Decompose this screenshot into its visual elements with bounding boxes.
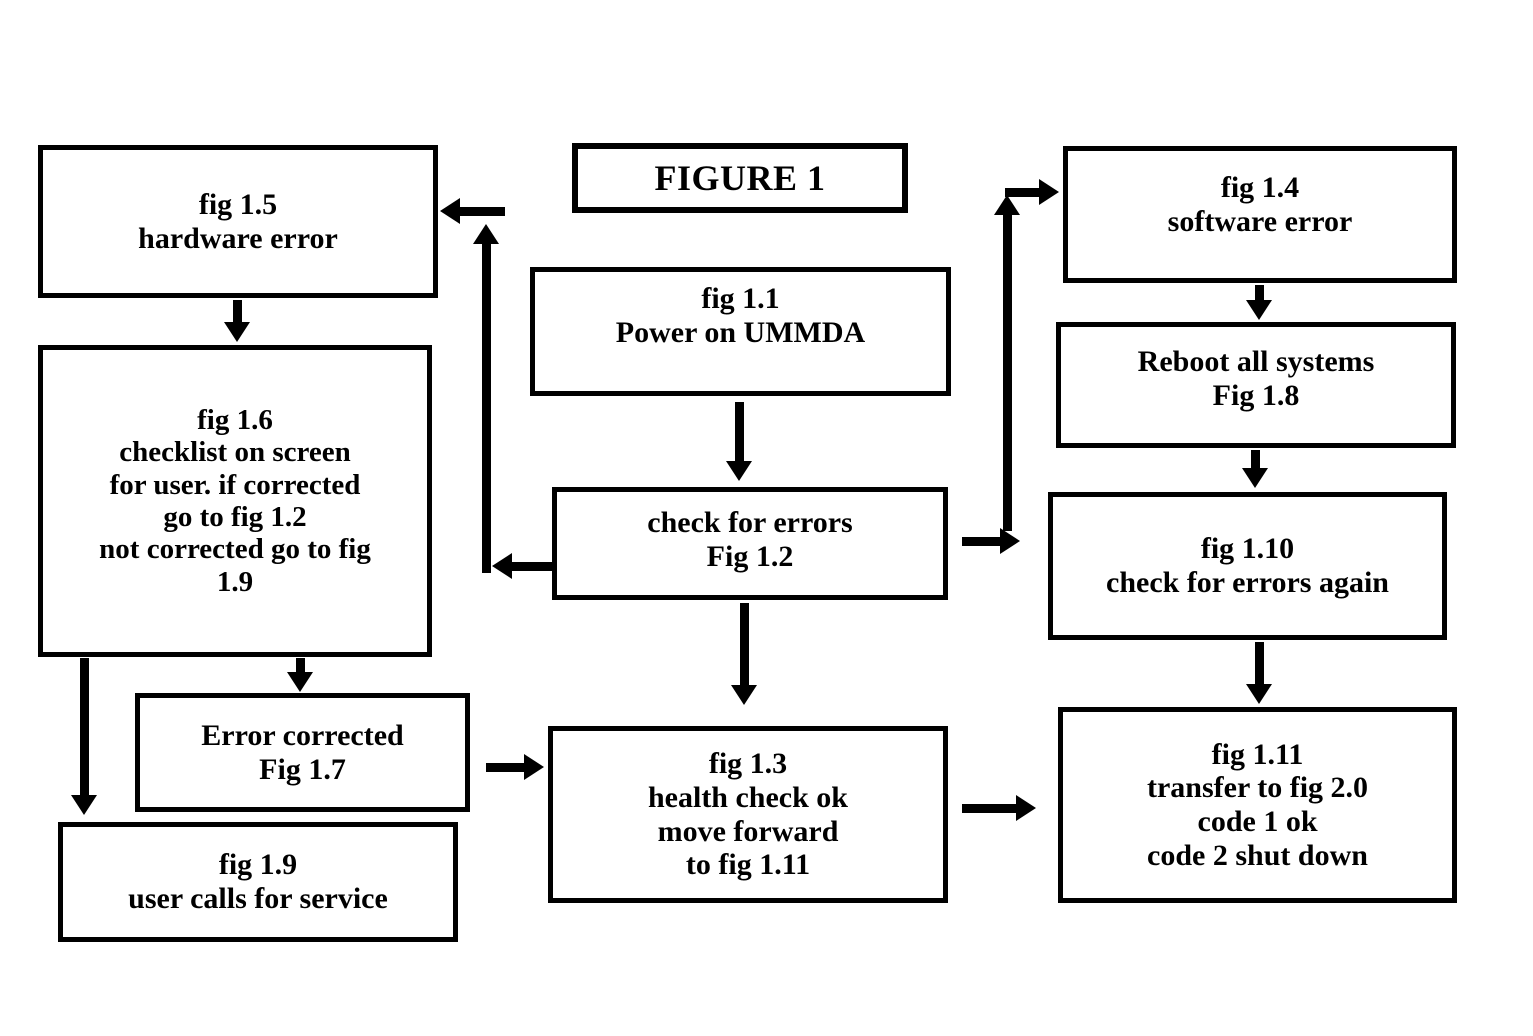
connector-loopback-fig15-arrowhead [440, 198, 460, 224]
node-fig-1-1[interactable]: fig 1.1 Power on UMMDA [530, 267, 951, 396]
connector-into-fig14-line [1005, 188, 1043, 197]
connector-fig14-fig18-line [1255, 285, 1264, 303]
connector-fig14-fig18-arrowhead [1246, 300, 1272, 320]
connector-fig12-fig13-arrowhead [731, 685, 757, 705]
node-fig-1-4[interactable]: fig 1.4 software error [1063, 146, 1457, 283]
node-fig-1-11-line-2: code 1 ok [1197, 805, 1318, 838]
connector-fig16-fig19-line [80, 658, 89, 798]
connector-fig11-fig12-line [735, 402, 744, 464]
connector-loop-up-left-arrowhead [473, 224, 499, 244]
node-fig-1-9-line-0: fig 1.9 [218, 848, 298, 882]
node-fig-1-8-line-1: Fig 1.8 [1212, 378, 1300, 412]
connector-fig17-fig13-arrowhead [524, 754, 544, 780]
connector-fig18-fig110-arrowhead [1242, 468, 1268, 488]
connector-fig17-fig13-line [486, 763, 528, 772]
connector-fig18-fig110-line [1251, 450, 1260, 472]
connector-loop-up-right-line [1003, 214, 1012, 531]
node-fig-1-6-line-1: checklist on screen [119, 436, 351, 469]
node-fig-1-9[interactable]: fig 1.9 user calls for service [58, 822, 458, 942]
node-fig-1-6-line-2: for user. if corrected [109, 468, 361, 501]
node-fig-1-6-line-5: 1.9 [216, 565, 254, 598]
node-fig-1-3[interactable]: fig 1.3 health check ok move forward to … [548, 726, 948, 903]
connector-fig110-fig111-line [1255, 642, 1264, 687]
node-fig-1-2-line-0: check for errors [647, 506, 853, 539]
node-fig-1-3-line-0: fig 1.3 [708, 747, 788, 781]
node-fig-1-6-line-3: go to fig 1.2 [163, 501, 307, 533]
node-fig-1-5-line-0: fig 1.5 [198, 187, 278, 221]
node-fig-1-8[interactable]: Reboot all systems Fig 1.8 [1056, 322, 1456, 448]
connector-into-fig14-arrowhead [1039, 179, 1059, 205]
connector-fig12-fig16-arrowhead [492, 553, 512, 579]
connector-fig12-fig110-line [962, 537, 1004, 546]
node-fig-1-5-line-1: hardware error [138, 221, 338, 255]
connector-fig16-fig19-arrowhead [71, 795, 97, 815]
node-fig-1-6-line-4: not corrected go to fig [99, 533, 371, 566]
node-fig-1-10-line-1: check for errors again [1106, 566, 1389, 599]
connector-fig110-fig111-arrowhead [1246, 684, 1272, 704]
node-fig-1-6[interactable]: fig 1.6 checklist on screen for user. if… [38, 345, 432, 657]
node-fig-1-2-line-1: Fig 1.2 [706, 539, 794, 573]
connector-loop-up-right-arrowhead [994, 195, 1020, 215]
connector-fig12-fig110-arrowhead [1000, 528, 1020, 554]
figure-title-text: FIGURE 1 [654, 157, 826, 198]
node-fig-1-11-line-3: code 2 shut down [1147, 838, 1368, 872]
node-fig-1-7[interactable]: Error corrected Fig 1.7 [135, 693, 470, 812]
node-fig-1-8-line-0: Reboot all systems [1137, 345, 1375, 378]
connector-fig13-fig111-line [962, 804, 1020, 813]
connector-fig15-fig16-arrowhead [224, 322, 250, 342]
connector-loop-up-left-line [482, 243, 491, 573]
node-fig-1-4-line-0: fig 1.4 [1220, 171, 1300, 204]
node-fig-1-10-line-0: fig 1.10 [1200, 532, 1295, 566]
node-fig-1-1-line-0: fig 1.1 [701, 282, 780, 315]
connector-fig16-fig17-arrowhead [287, 672, 313, 692]
node-fig-1-9-line-1: user calls for service [128, 882, 388, 915]
node-fig-1-4-line-1: software error [1167, 204, 1353, 238]
connector-fig11-fig12-arrowhead [726, 461, 752, 481]
node-fig-1-7-line-1: Fig 1.7 [259, 752, 346, 786]
figure-title-box: FIGURE 1 [572, 143, 908, 213]
node-fig-1-1-line-1: Power on UMMDA [615, 315, 866, 349]
node-fig-1-11-line-1: transfer to fig 2.0 [1146, 771, 1369, 805]
connector-loopback-fig15-line [460, 207, 505, 216]
node-fig-1-7-line-0: Error corrected [201, 718, 404, 752]
node-fig-1-3-line-2: move forward [657, 814, 839, 848]
node-fig-1-11-line-0: fig 1.11 [1211, 737, 1304, 771]
connector-fig16-fig17-line [296, 658, 305, 675]
node-fig-1-5[interactable]: fig 1.5 hardware error [38, 145, 438, 298]
connector-fig15-fig16-line [233, 300, 242, 325]
connector-fig12-fig16-line [512, 562, 554, 571]
node-fig-1-2[interactable]: check for errors Fig 1.2 [552, 487, 948, 600]
connector-fig12-fig13-line [740, 603, 749, 688]
node-fig-1-11[interactable]: fig 1.11 transfer to fig 2.0 code 1 ok c… [1058, 707, 1457, 903]
node-fig-1-6-line-0: fig 1.6 [197, 403, 273, 436]
node-fig-1-3-line-1: health check ok [647, 780, 848, 814]
node-fig-1-3-line-3: to fig 1.11 [685, 848, 811, 882]
node-fig-1-10[interactable]: fig 1.10 check for errors again [1048, 492, 1447, 640]
connector-fig13-fig111-arrowhead [1016, 795, 1036, 821]
